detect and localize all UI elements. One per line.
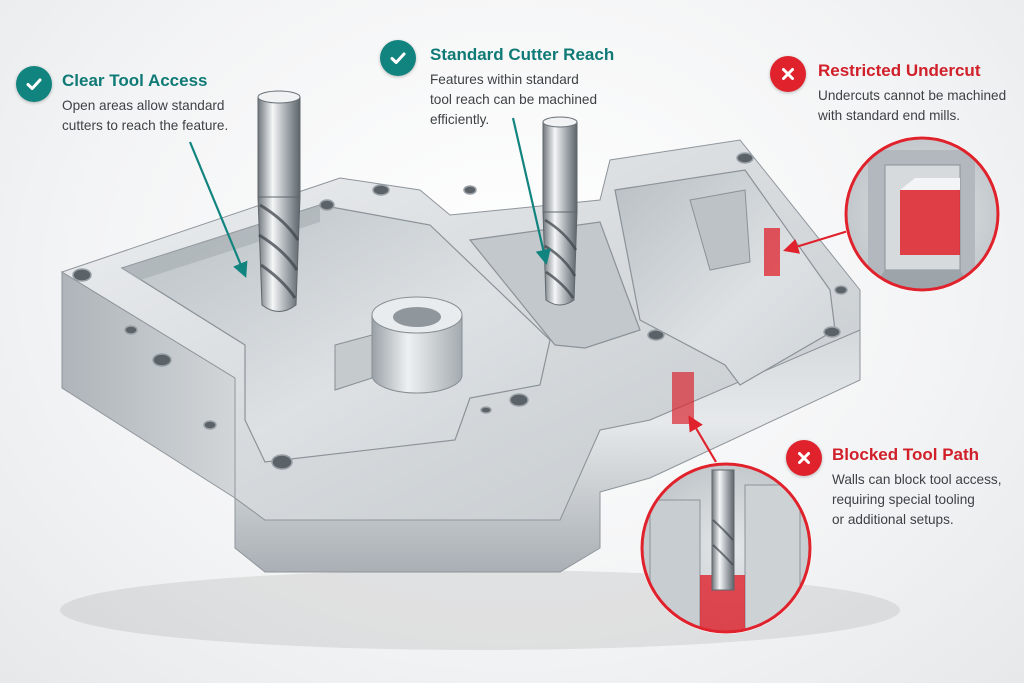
check-icon: [380, 40, 416, 76]
zoom-detail-undercut: [844, 136, 1000, 292]
callout-description: Open areas allow standard cutters to rea…: [62, 98, 229, 133]
arrow-restricted-undercut: [783, 226, 859, 254]
x-icon: [786, 440, 822, 476]
callout-restricted-undercut: Restricted Undercut Undercuts cannot be …: [770, 56, 1020, 126]
callout-clear-tool-access: Clear Tool Access Open areas allow stand…: [16, 66, 276, 146]
right-pocket: [614, 169, 836, 386]
blocked-path-mark: [672, 372, 694, 424]
zoom-detail-blocked-path: [640, 462, 812, 634]
callout-title: Clear Tool Access: [62, 71, 208, 90]
callout-blocked-tool-path: Blocked Tool Path Walls can block tool a…: [786, 440, 1020, 530]
end-mill-middle: [542, 116, 578, 306]
left-pocket: [120, 204, 551, 463]
callout-description: Features within standard tool reach can …: [430, 72, 598, 127]
end-mill-left: [257, 90, 301, 312]
x-icon: [770, 56, 806, 92]
callout-title: Restricted Undercut: [818, 61, 981, 80]
callout-title: Blocked Tool Path: [832, 445, 980, 464]
arrow-clear-tool-access: [188, 141, 248, 278]
undercut-mark: [764, 228, 780, 276]
callout-description: Walls can block tool access, requiring s…: [832, 472, 1002, 527]
callout-title: Standard Cutter Reach: [430, 45, 615, 64]
mounting-holes: [72, 152, 848, 470]
callout-standard-cutter-reach: Standard Cutter Reach Features within st…: [380, 40, 640, 130]
arrow-standard-cutter-reach: [511, 117, 551, 266]
callout-description: Undercuts cannot be machined with standa…: [818, 88, 1007, 123]
arrow-blocked-tool-path: [688, 415, 717, 463]
check-icon: [16, 66, 52, 102]
cylindrical-boss: [334, 296, 463, 394]
